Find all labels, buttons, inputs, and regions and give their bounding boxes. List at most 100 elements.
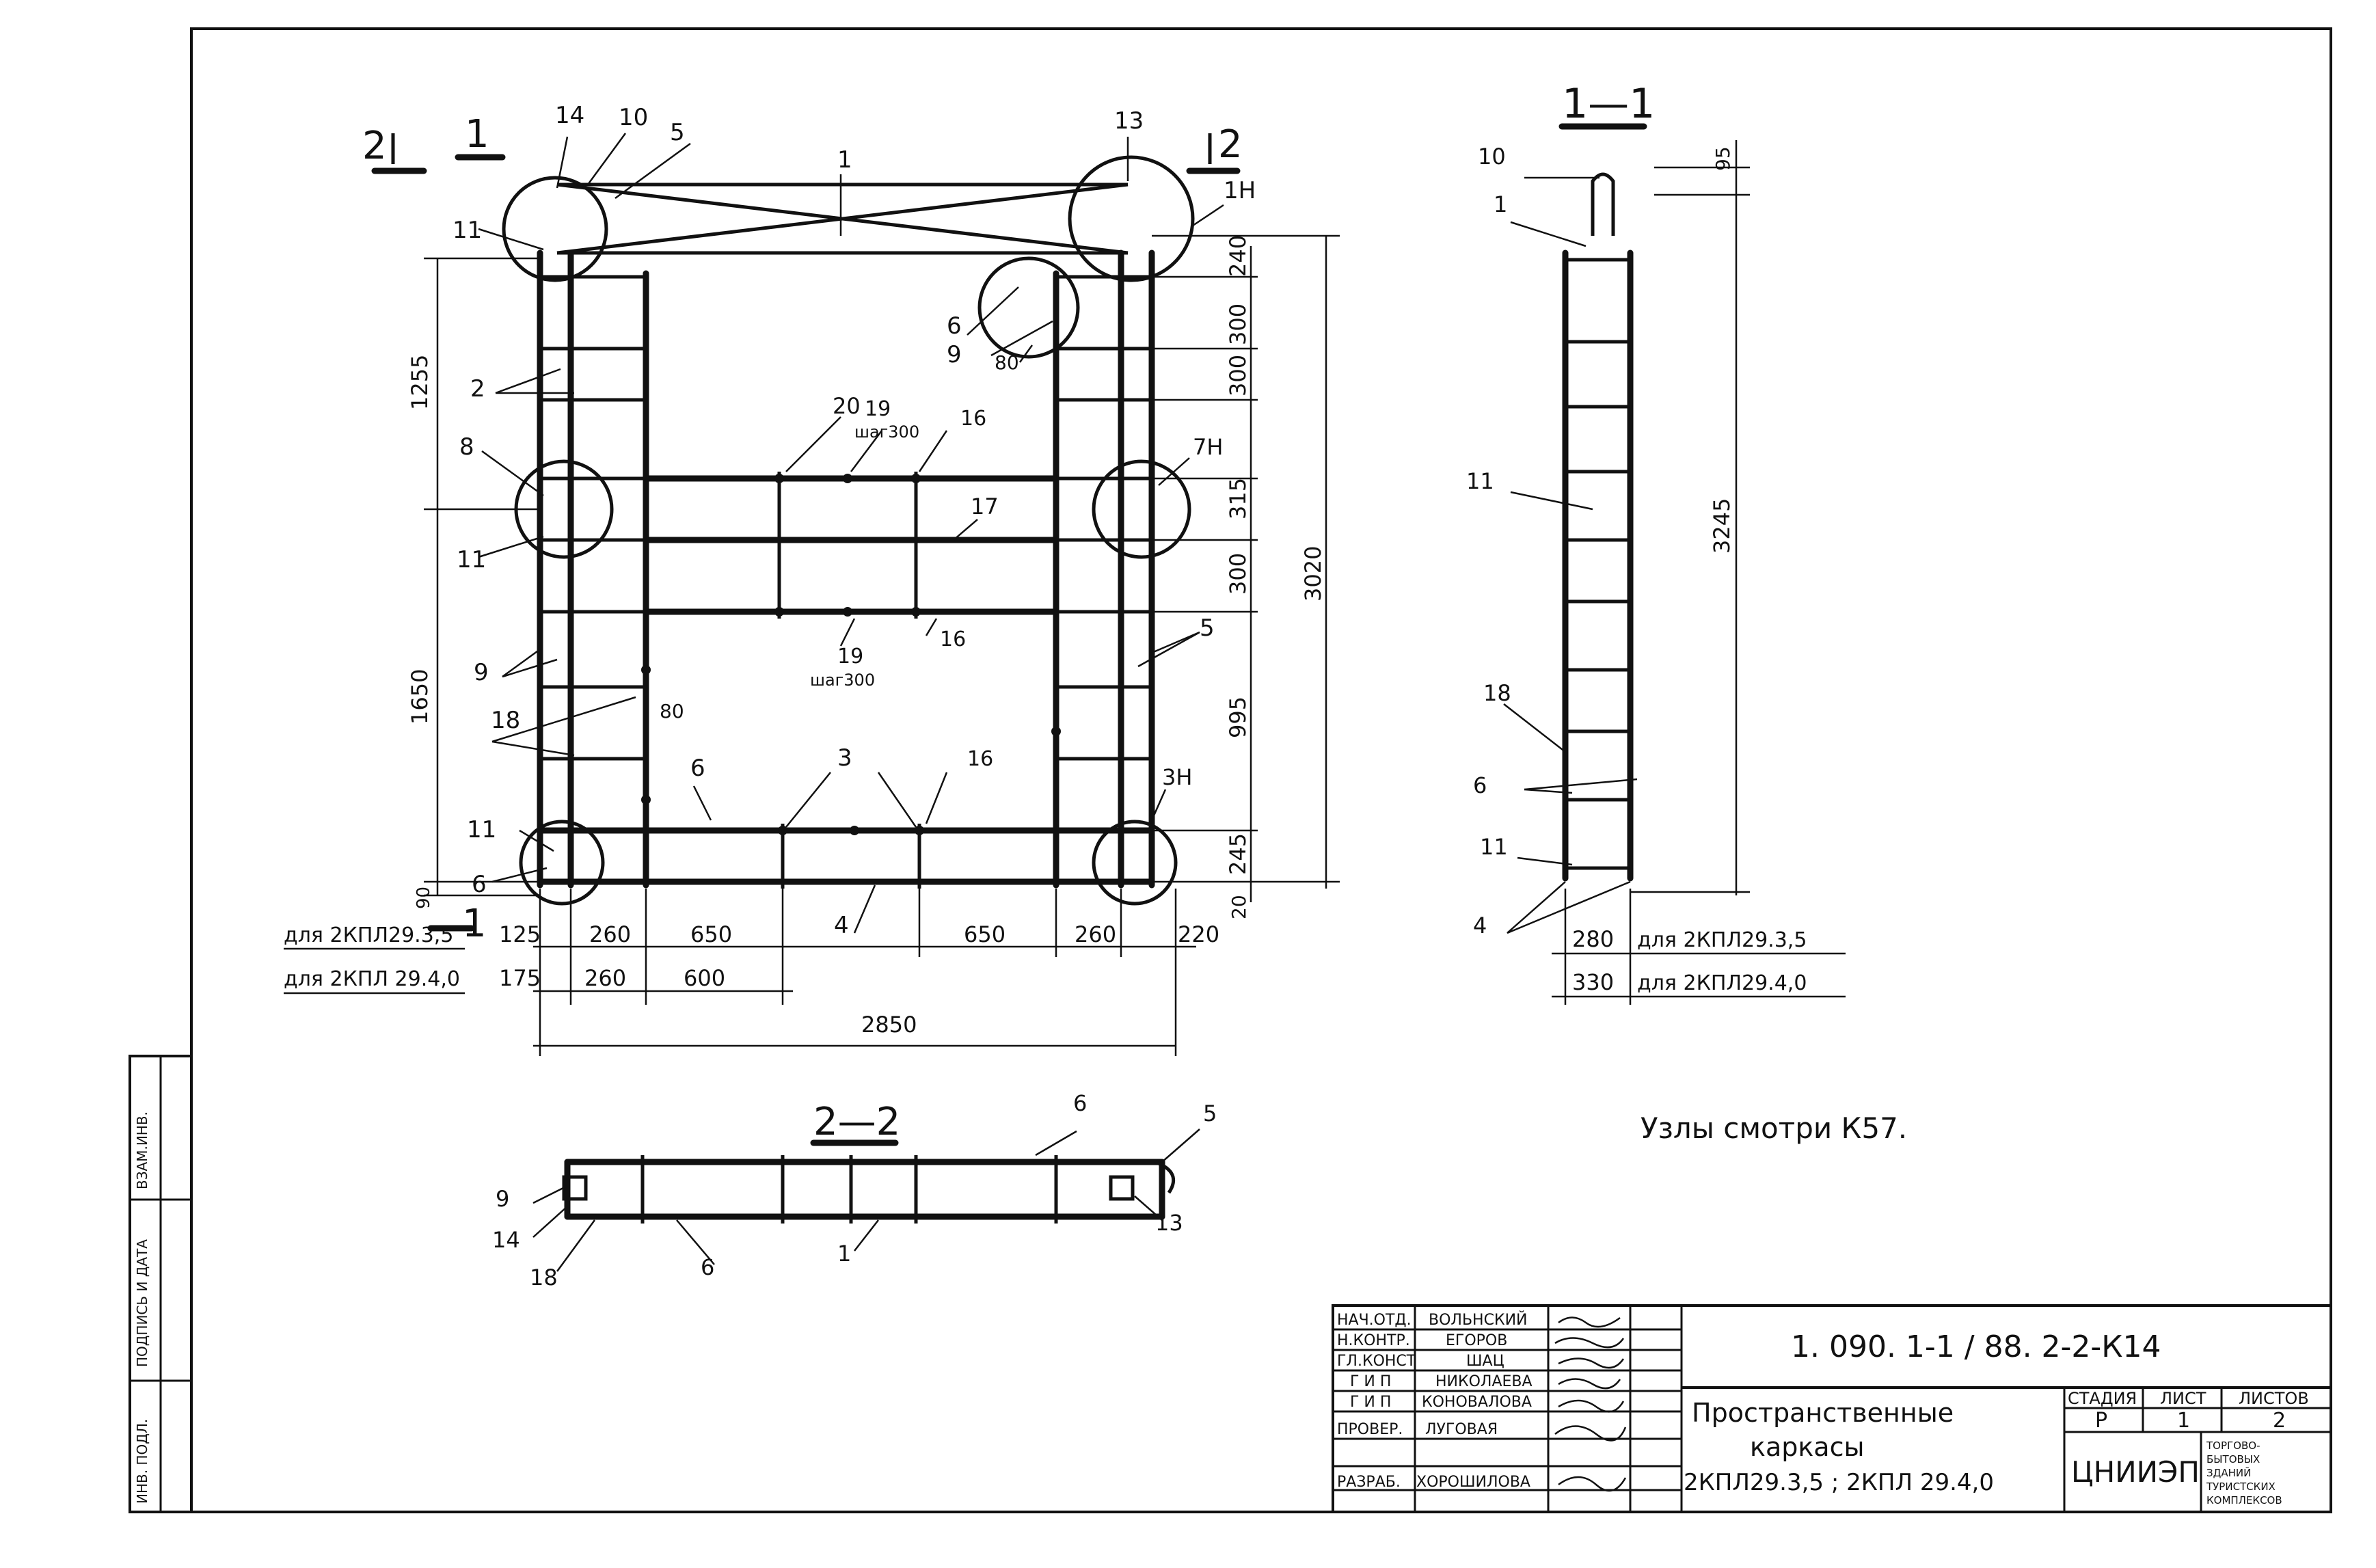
sheet-value: 1	[2177, 1409, 2190, 1433]
plan-dims-bottom: для 2КПЛ29.3,5 125 260 650 650 260 220 д…	[284, 889, 1219, 1056]
sec1-pos-6: 6	[1473, 772, 1487, 798]
title-line-2: каркасы	[1750, 1432, 1865, 1462]
sec1-dim-280: 280	[1572, 926, 1614, 952]
sec1-label-330: для 2КПЛ29.4,0	[1637, 971, 1807, 995]
stamp-label-inv: ИНВ. ПОДЛ.	[134, 1419, 150, 1504]
stamp-label-vzam: ВЗАМ.ИНВ.	[134, 1111, 150, 1189]
dim-315: 315	[1225, 478, 1251, 519]
sec2-pos-6a: 6	[1073, 1090, 1087, 1116]
sec2-pos-5: 5	[1203, 1100, 1217, 1126]
sec2-pos-18: 18	[530, 1265, 558, 1290]
sec2-pos-1: 1	[837, 1241, 851, 1267]
plan-pos-5: 5	[670, 119, 685, 146]
plan-pos-18: 18	[491, 707, 520, 734]
row1-220: 220	[1178, 921, 1219, 947]
dim-300b: 300	[1225, 355, 1251, 396]
plan-pos-2: 2	[470, 375, 485, 403]
sheets-header: ЛИСТОВ	[2239, 1389, 2309, 1408]
plan-pos-3: 3	[837, 744, 852, 772]
tb-role-0: НАЧ.ОТД.	[1337, 1312, 1412, 1329]
tb-name-5: ЛУГОВАЯ	[1425, 1421, 1498, 1438]
tb-role-2: ГЛ.КОНСТ	[1337, 1353, 1416, 1370]
plan-pos-20: 20	[833, 393, 861, 419]
row2-label: для 2КПЛ 29.4,0	[284, 967, 460, 991]
plan-pos-9a: 9	[947, 341, 962, 368]
tb-name-1: ЕГОРОВ	[1446, 1332, 1507, 1349]
dim-245: 245	[1225, 833, 1251, 875]
plan-pos-80a: 80	[995, 351, 1019, 374]
title-line-1: Пространственные	[1692, 1398, 1954, 1428]
tb-role-1: Н.КОНТР.	[1337, 1332, 1410, 1349]
tb-name-3: НИКОЛАЕВА	[1435, 1373, 1533, 1390]
sec1-dim-330: 330	[1572, 969, 1614, 995]
row1-125: 125	[499, 921, 541, 947]
dim-300a: 300	[1225, 303, 1251, 345]
section-2-2: 2—2 6 5 9 14 18 6 1 13	[492, 1090, 1217, 1290]
plan-pos-8: 8	[459, 433, 474, 461]
section-marks: 2 1 2 1	[362, 112, 1243, 946]
plan-pos-16c: 16	[967, 747, 993, 771]
plan-step-1: шаг300	[854, 422, 919, 442]
plan-pos-4: 4	[834, 912, 849, 939]
tb-role-4: Г И П	[1350, 1394, 1391, 1411]
dim-300c: 300	[1225, 553, 1251, 595]
plan-dims-left: 1255 1650 90	[407, 257, 540, 909]
org-sub-3: ТУРИСТСКИХ	[2206, 1481, 2276, 1493]
plan-pos-80b: 80	[660, 700, 684, 722]
row1-650a: 650	[690, 921, 732, 947]
sec2-pos-13: 13	[1155, 1210, 1183, 1236]
plan-pos-6a: 6	[947, 312, 962, 340]
doc-code: 1. 090. 1-1 / 88. 2-2-К14	[1791, 1329, 2161, 1364]
dim-1650: 1650	[407, 669, 433, 725]
stage-header: СТАДИЯ	[2068, 1389, 2137, 1408]
sec1-label-280: для 2КПЛ29.3,5	[1637, 928, 1807, 952]
plan-dims-right: 240 300 300 315 300 995 245 20 3020	[1152, 234, 1340, 919]
section-mark-1-top: 1	[465, 112, 489, 157]
plan-pos-1h: 1Н	[1224, 177, 1256, 204]
plan-pos-6c: 6	[472, 871, 487, 898]
note-nodes: Узлы смотри К57.	[1641, 1111, 1907, 1145]
sec2-pos-6b: 6	[701, 1254, 714, 1280]
stage-value: Р	[2095, 1409, 2107, 1433]
plan-pos-16b: 16	[940, 627, 966, 651]
tb-name-4: КОНОВАЛОВА	[1422, 1394, 1532, 1411]
sec1-pos-4: 4	[1473, 913, 1487, 938]
tb-name-0: ВОЛЬНСКИЙ	[1429, 1311, 1527, 1329]
plan-step-2: шаг300	[810, 671, 875, 690]
org-sub-1: БЫТОВЫХ	[2206, 1453, 2260, 1465]
sheet-header: ЛИСТ	[2160, 1389, 2206, 1408]
stamp-label-podpis: ПОДПИСЬ И ДАТА	[134, 1239, 150, 1367]
signatures	[1554, 1316, 1627, 1492]
plan-pos-13: 13	[1114, 107, 1144, 135]
row1-label: для 2КПЛ29.3,5	[284, 923, 453, 947]
tb-name-2: ШАЦ	[1466, 1353, 1504, 1370]
sheet-border	[190, 27, 2332, 1513]
sec2-pos-14: 14	[492, 1227, 520, 1253]
dim-240: 240	[1225, 235, 1251, 277]
sec1-pos-11a: 11	[1466, 468, 1494, 494]
row2-175: 175	[499, 965, 541, 991]
sec1-pos-10: 10	[1478, 144, 1506, 170]
plan-pos-17: 17	[971, 494, 999, 519]
plan-pos-6b: 6	[690, 755, 705, 782]
tb-role-3: Г И П	[1350, 1373, 1391, 1390]
row2-600: 600	[684, 965, 725, 991]
sheets-value: 2	[2273, 1409, 2286, 1433]
section-mark-1-bottom: 1	[462, 902, 487, 946]
sec1-pos-1: 1	[1494, 191, 1507, 217]
tb-role-6: РАЗРАБ.	[1337, 1474, 1401, 1491]
row1-650b: 650	[964, 921, 1005, 947]
sec1-pos-18: 18	[1483, 680, 1511, 706]
org-sub-2: ЗДАНИЙ	[2206, 1466, 2251, 1479]
plan-view	[502, 155, 1195, 906]
row1-260b: 260	[1075, 921, 1116, 947]
plan-pos-5b: 5	[1200, 614, 1215, 642]
sec1-pos-11b: 11	[1480, 834, 1508, 860]
plan-pos-10: 10	[619, 104, 648, 131]
plan-pos-11b: 11	[457, 546, 486, 573]
plan-pos-11c: 11	[467, 816, 496, 843]
dim-90: 90	[414, 887, 434, 909]
tb-name-6: ХОРОШИЛОВА	[1416, 1474, 1530, 1491]
section-1-1-title: 1—1	[1562, 80, 1655, 128]
